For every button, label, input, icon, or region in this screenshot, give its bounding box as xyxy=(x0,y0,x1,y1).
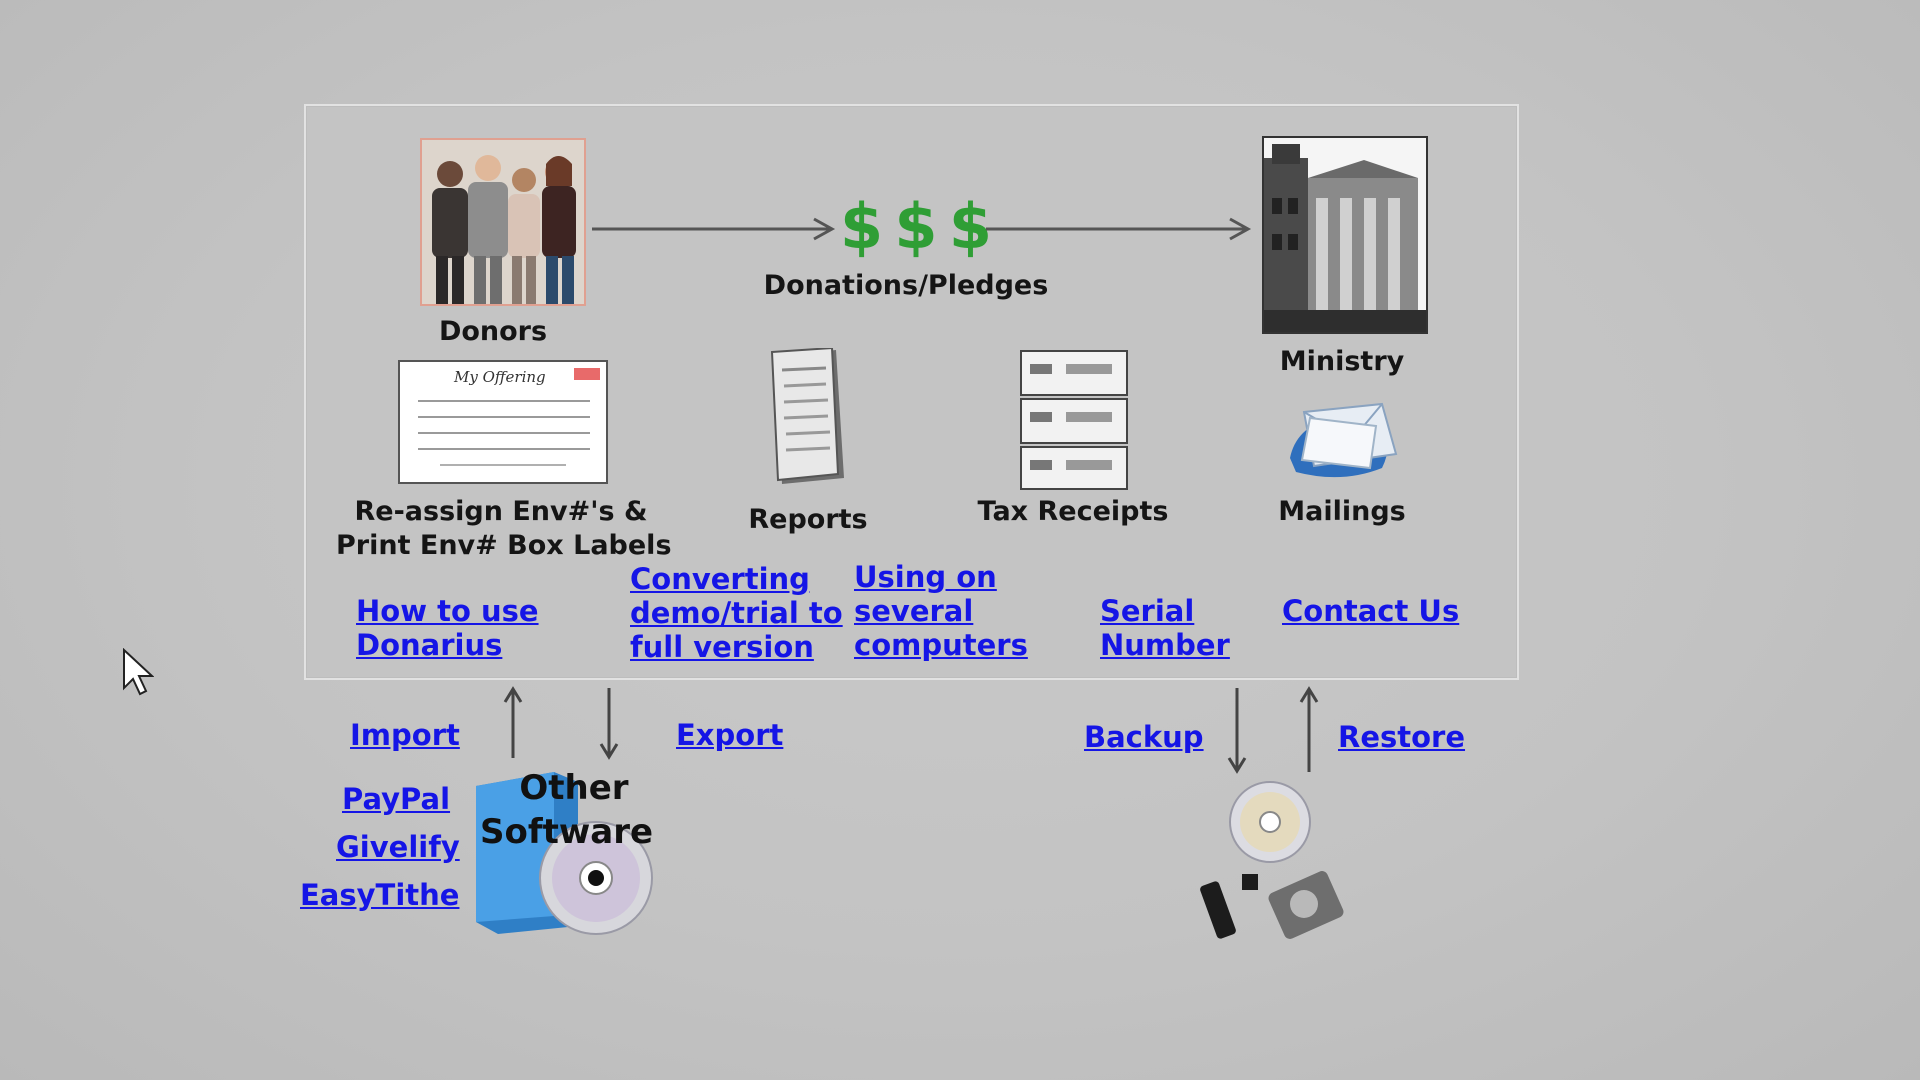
reassign-label-line2: Print Env# Box Labels xyxy=(336,530,672,561)
converting-link[interactable]: Converting demo/trial to full version xyxy=(630,562,843,664)
export-link[interactable]: Export xyxy=(676,718,784,752)
dollar-icon: $ xyxy=(840,190,884,263)
donations-pledges-label: Donations/Pledges xyxy=(763,270,1049,301)
backup-media-icon xyxy=(1200,781,1344,939)
how-to-use-link-line1[interactable]: How to use xyxy=(356,594,539,628)
easytithe-link[interactable]: EasyTithe xyxy=(300,878,460,912)
arrow-right-icon xyxy=(986,217,1252,241)
dollar-icon: $ xyxy=(948,190,992,263)
offering-envelope-image[interactable]: My Offering xyxy=(398,360,608,484)
reports-label: Reports xyxy=(748,504,868,535)
several-computers-link-line1[interactable]: Using on xyxy=(854,560,997,594)
offering-card-number-icon xyxy=(574,368,600,380)
arrow-down-icon xyxy=(599,688,619,760)
mouse-cursor-icon xyxy=(123,648,154,696)
donors-image[interactable] xyxy=(420,138,586,306)
dollar-icon: $ xyxy=(894,190,938,263)
serial-number-link-line1[interactable]: Serial xyxy=(1100,594,1195,628)
how-to-use-link[interactable]: How to use Donarius xyxy=(356,594,539,662)
donors-label: Donors xyxy=(438,316,548,347)
givelify-link[interactable]: Givelify xyxy=(336,830,460,864)
converting-link-line2[interactable]: demo/trial to xyxy=(630,596,843,630)
several-computers-link-line2[interactable]: several xyxy=(854,594,974,628)
dollar-symbols: $ $ $ xyxy=(840,190,992,263)
serial-number-link[interactable]: Serial Number xyxy=(1100,594,1230,662)
several-computers-link[interactable]: Using on several computers xyxy=(854,560,1028,662)
other-software-label-line2: Software xyxy=(480,812,654,852)
arrow-up-icon xyxy=(503,686,523,758)
offering-card-title: My Offering xyxy=(454,368,546,386)
ministry-image[interactable] xyxy=(1262,136,1428,334)
arrow-up-icon xyxy=(1299,686,1319,772)
arrow-right-icon xyxy=(592,217,836,241)
reassign-label-line1: Re-assign Env#'s & xyxy=(354,496,648,527)
tax-receipts-icon[interactable] xyxy=(1020,350,1128,490)
other-software-label-line1: Other xyxy=(519,768,629,808)
contact-us-link[interactable]: Contact Us xyxy=(1282,594,1460,628)
serial-number-link-line2[interactable]: Number xyxy=(1100,628,1230,662)
converting-link-line1[interactable]: Converting xyxy=(630,562,810,596)
paypal-link[interactable]: PayPal xyxy=(342,782,451,816)
restore-link[interactable]: Restore xyxy=(1338,720,1466,754)
mailings-label: Mailings xyxy=(1278,496,1406,527)
ministry-label: Ministry xyxy=(1279,346,1405,377)
tax-receipts-label: Tax Receipts xyxy=(977,496,1169,527)
mailings-icon[interactable] xyxy=(1280,398,1404,486)
how-to-use-link-line2[interactable]: Donarius xyxy=(356,628,503,662)
other-software-icon[interactable]: Other Software xyxy=(474,766,660,936)
import-link[interactable]: Import xyxy=(350,718,460,752)
reports-icon[interactable] xyxy=(766,348,850,490)
converting-link-line3[interactable]: full version xyxy=(630,630,814,664)
several-computers-link-line3[interactable]: computers xyxy=(854,628,1028,662)
backup-link[interactable]: Backup xyxy=(1084,720,1204,754)
arrow-down-icon xyxy=(1227,688,1247,774)
